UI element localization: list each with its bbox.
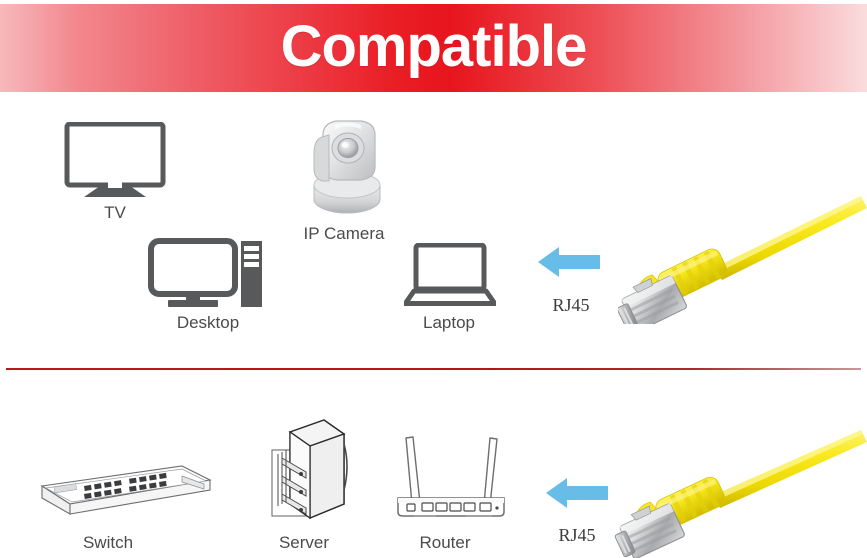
ethernet-cable-icon [612, 430, 867, 558]
page-title: Compatible [280, 14, 588, 79]
network-switch-icon [32, 458, 212, 522]
desktop-label: Desktop [176, 313, 240, 332]
desktop-computer-icon [148, 238, 264, 310]
ethernet-cable-icon [618, 196, 867, 324]
section-divider [6, 368, 861, 370]
router-label: Router [419, 533, 471, 552]
ip-camera-label: IP Camera [303, 224, 385, 243]
server-rack-icon [266, 414, 350, 526]
left-arrow-icon [538, 245, 600, 279]
laptop-label: Laptop [423, 313, 475, 332]
wifi-router-icon [392, 428, 510, 522]
ip-camera-icon [303, 115, 387, 217]
laptop-icon [404, 243, 496, 306]
rj45-label-bottom: RJ45 [558, 525, 596, 545]
header-banner: Compatible [0, 4, 867, 92]
server-label: Server [278, 533, 330, 552]
left-arrow-icon [546, 476, 608, 510]
switch-label: Switch [82, 533, 134, 552]
tv-icon [64, 122, 166, 200]
tv-label: TV [104, 203, 126, 222]
rj45-label-top: RJ45 [552, 295, 590, 315]
